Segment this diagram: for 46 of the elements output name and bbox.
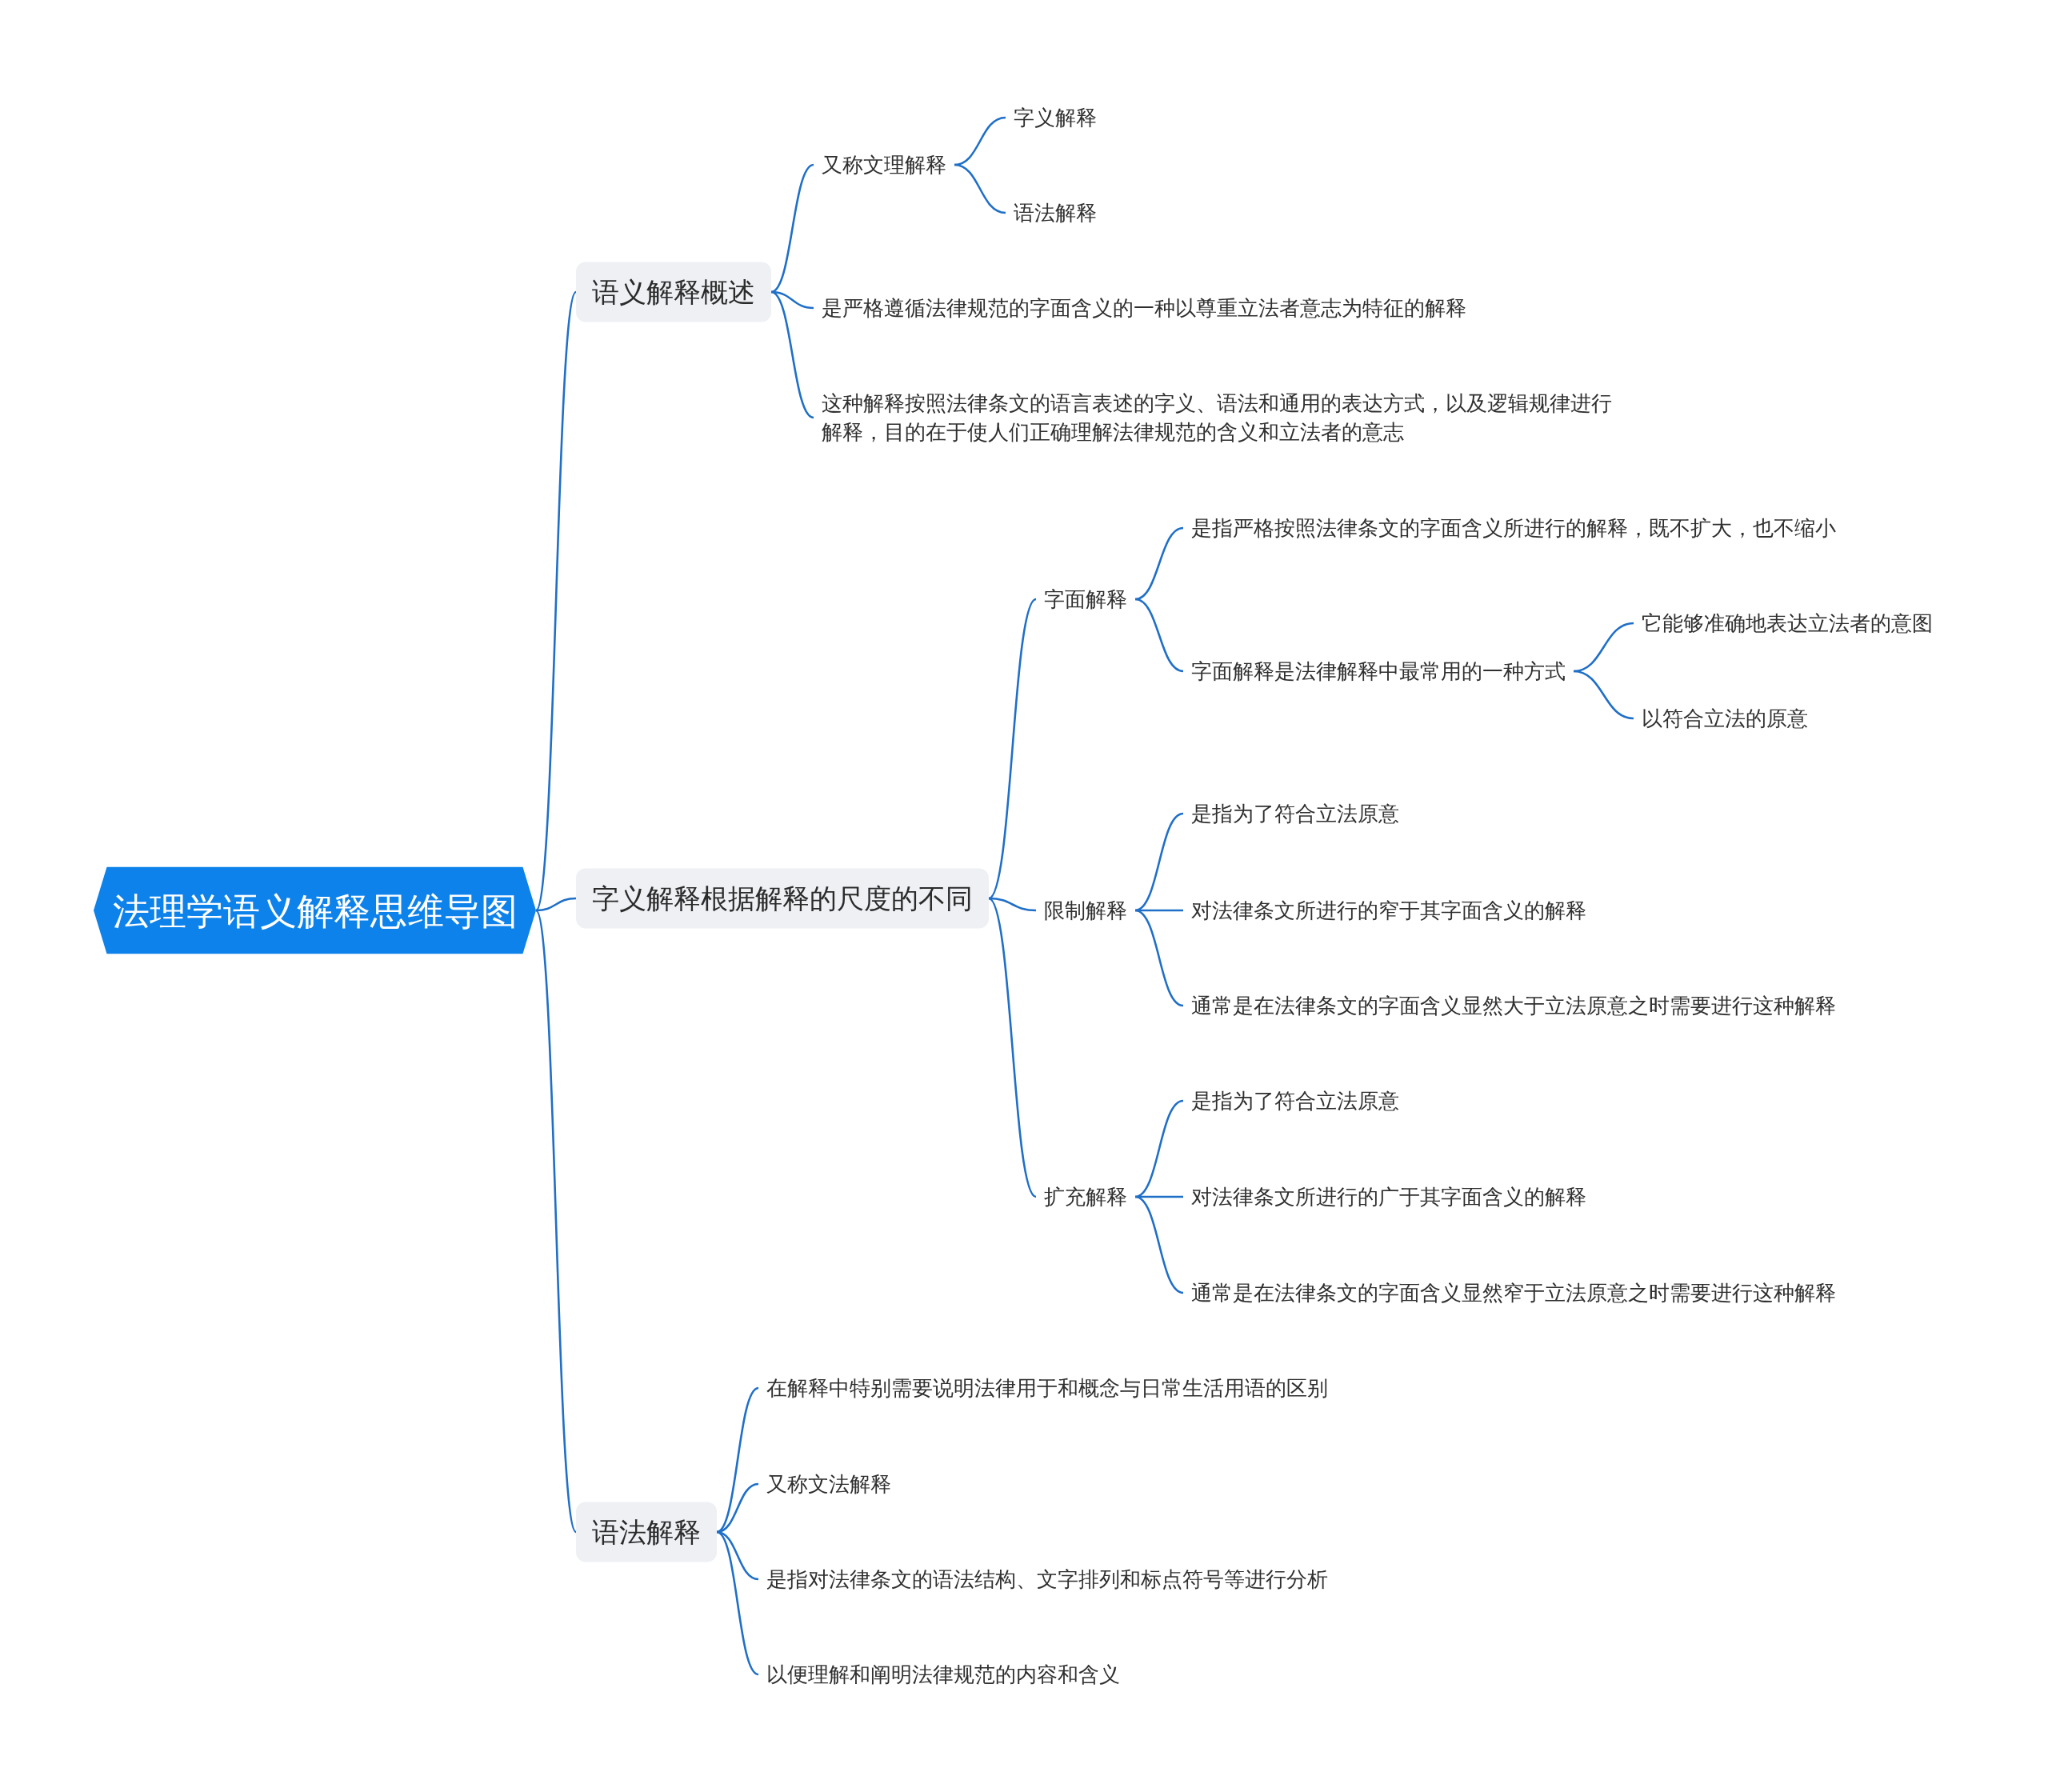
branch-line	[716, 1482, 759, 1534]
subtopic-text: 它能够准确地表达立法者的意图	[1634, 609, 1941, 638]
subtopic-text: 是指为了符合立法原意	[1183, 799, 1407, 828]
subtopic-text: 通常是在法律条文的字面含义显然窄于立法原意之时需要进行这种解释	[1183, 1278, 1844, 1307]
branch-line	[1573, 670, 1634, 720]
main-topic: 语义解释概述	[576, 262, 771, 322]
subtopic-text: 对法律条文所进行的窄于其字面含义的解释	[1183, 896, 1594, 925]
subtopic-text: 以符合立法的原意	[1634, 704, 1816, 733]
subtopic-text: 这种解释按照法律条文的语言表述的字义、语法和通用的表达方式，以及逻辑规律进行解释，目的在于使人们正确理解法律规范的含义和立法者的意志	[814, 389, 1630, 446]
subtopic-text: 是指为了符合立法原意	[1183, 1086, 1407, 1115]
subtopic-text: 以便理解和阐明法律规范的内容和含义	[758, 1660, 1128, 1689]
subtopic-text: 字义解释	[1006, 103, 1105, 132]
branch-line	[534, 910, 578, 1533]
subtopic-text: 通常是在法律条文的字面含义显然大于立法原意之时需要进行这种解释	[1183, 991, 1844, 1020]
branch-line	[954, 116, 1006, 166]
subtopic-text: 字面解释是法律解释中最常用的一种方式	[1183, 657, 1574, 686]
subtopic-text: 语法解释	[1006, 198, 1105, 227]
branch-line	[1573, 622, 1634, 673]
branch-line	[534, 291, 578, 911]
central-topic: 法理学语义解释思维导图	[94, 866, 536, 954]
subtopic-text: 又称文法解释	[758, 1470, 899, 1498]
branch-line	[988, 897, 1037, 912]
branch-line	[770, 290, 814, 419]
branch-line	[988, 598, 1037, 899]
subtopic-text: 对法律条文所进行的广于其字面含义的解释	[1183, 1182, 1594, 1211]
subtopic-text: 字面解释	[1036, 585, 1135, 614]
main-topic: 语法解释	[576, 1502, 717, 1562]
subtopic-text: 是指对法律条文的语法结构、文字排列和标点符号等进行分析	[758, 1565, 1336, 1594]
branch-line	[716, 1530, 759, 1676]
subtopic-text: 是指严格按照法律条文的字面含义所进行的解释，既不扩大，也不缩小	[1183, 514, 1844, 542]
branch-line	[1134, 909, 1184, 1007]
branch-line	[1134, 526, 1184, 601]
subtopic-text: 在解释中特别需要说明法律用于和概念与日常生活用语的区别	[758, 1374, 1336, 1402]
branch-line	[954, 163, 1006, 214]
branch-line	[770, 163, 814, 294]
subtopic-text: 限制解释	[1036, 896, 1135, 925]
branch-line	[1134, 598, 1184, 673]
branch-line	[1134, 1099, 1184, 1198]
branch-line	[535, 897, 577, 912]
branch-line	[1134, 812, 1184, 912]
subtopic-text: 扩充解释	[1036, 1182, 1135, 1211]
subtopic-text: 是严格遵循法律规范的字面含义的一种以尊重立法者意志为特征的解释	[814, 294, 1474, 322]
main-topic: 字义解释根据解释的尺度的不同	[576, 868, 989, 929]
branch-line	[1134, 1195, 1184, 1294]
branch-line	[988, 898, 1037, 1198]
subtopic-text: 又称文理解释	[814, 150, 954, 179]
